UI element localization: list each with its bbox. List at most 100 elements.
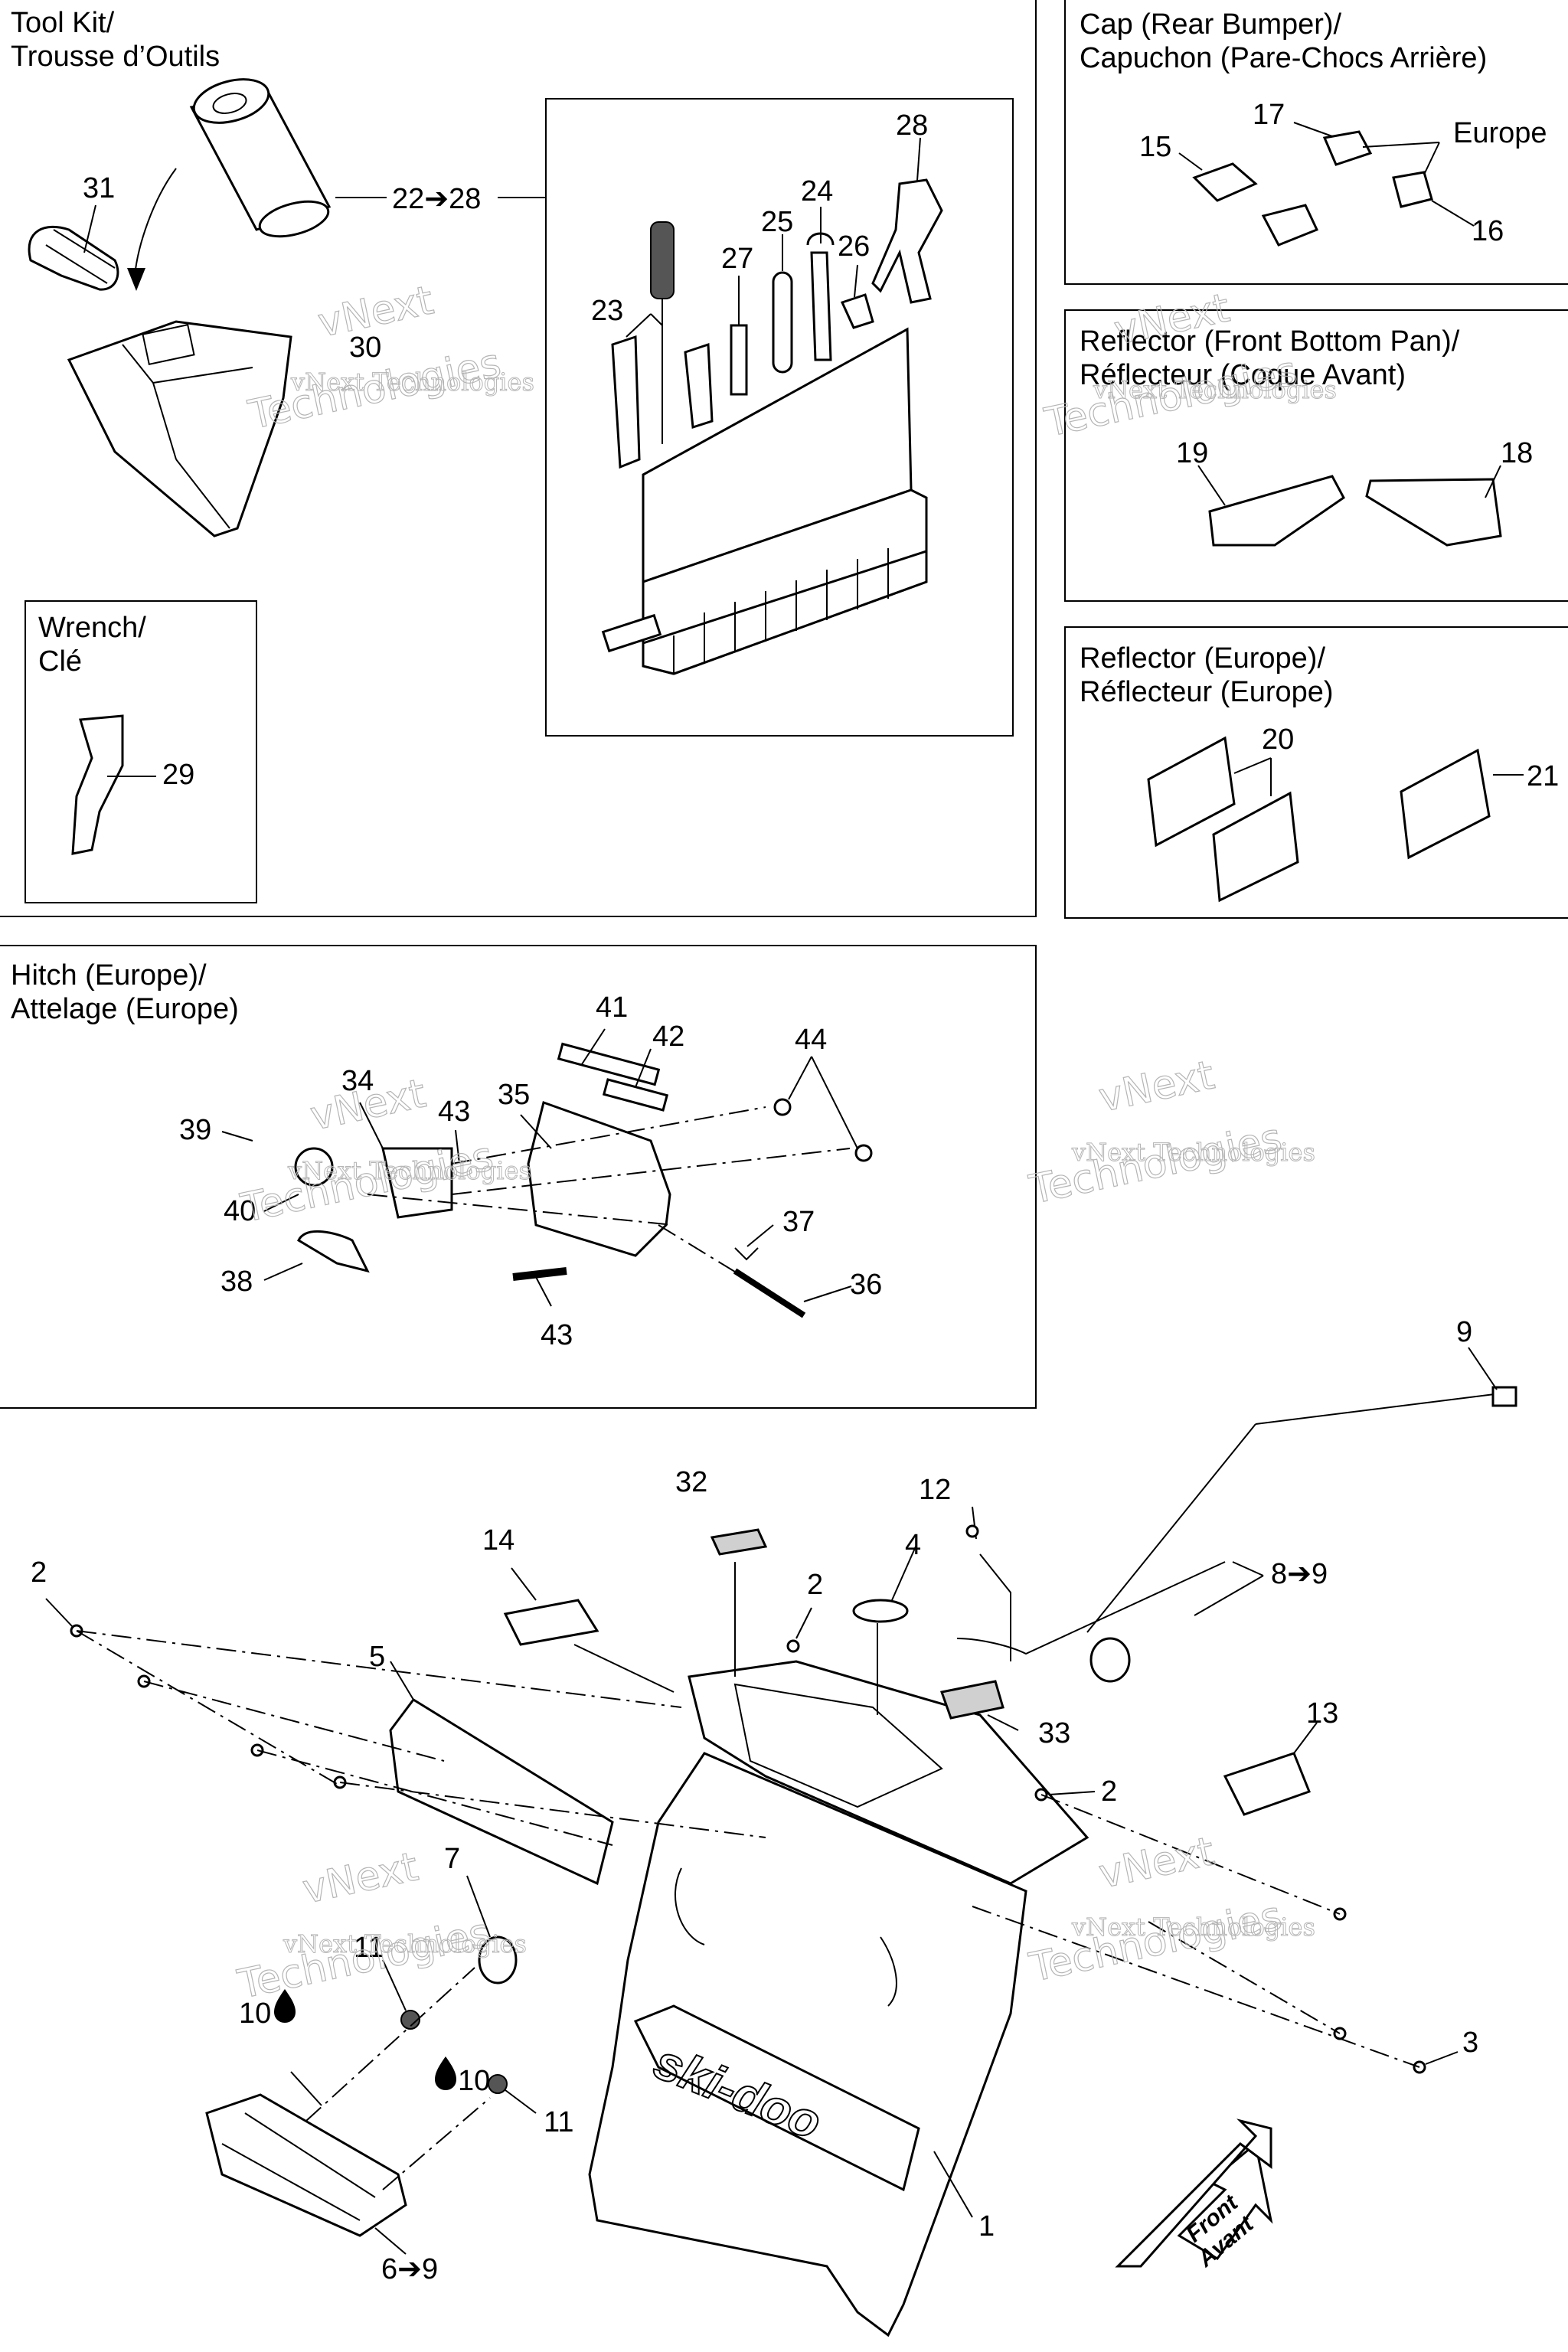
callout-7: 7	[444, 1843, 460, 1875]
watermark-text: vNext	[1095, 1828, 1218, 1897]
callout-34: 34	[341, 1065, 374, 1097]
tool-kit-inner-frame	[545, 98, 1014, 737]
callout-32: 32	[675, 1466, 707, 1498]
leader-26	[854, 264, 858, 298]
cap-frame	[1064, 0, 1568, 285]
callout-29: 29	[162, 759, 194, 791]
wrench-title: Wrench/Clé	[38, 612, 146, 678]
watermark-4: vNext Technologies vNext Technologies	[1025, 1052, 1316, 1214]
callout-23: 23	[591, 295, 623, 327]
callout-2a: 2	[31, 1557, 47, 1589]
callout-2c: 2	[1101, 1775, 1117, 1808]
callout-33: 33	[1038, 1717, 1070, 1749]
tool-kit-frame	[0, 0, 1037, 917]
callout-6-9: 6➔9	[381, 2253, 438, 2285]
callout-40: 40	[224, 1195, 256, 1227]
emblem-4	[852, 1599, 909, 1623]
bulb-7	[478, 1936, 518, 1984]
leader-40	[263, 1194, 299, 1212]
leader-44	[788, 1056, 858, 1149]
reflector-19	[1208, 475, 1345, 547]
leader-4	[891, 1546, 916, 1601]
callout-10a: 10	[239, 1998, 271, 2030]
side-panel-5	[389, 1698, 614, 1886]
callout-8-9: 8➔9	[1271, 1558, 1328, 1590]
leader-2c	[1048, 1791, 1096, 1795]
callout-21: 21	[1527, 760, 1559, 792]
callout-4: 4	[905, 1529, 921, 1561]
leader-39	[221, 1131, 253, 1142]
watermark-text: vNext Technologies	[283, 1929, 527, 1958]
callout-18: 18	[1501, 437, 1533, 469]
rear-bumper-body	[588, 1660, 1089, 2337]
callout-12: 12	[919, 1474, 951, 1506]
tool-26	[840, 293, 874, 329]
decal-32	[710, 1528, 768, 1556]
watermark-text: vNext	[1110, 285, 1233, 354]
reflector-14	[503, 1599, 599, 1646]
callout-16: 16	[1472, 215, 1504, 247]
callout-5: 5	[369, 1641, 385, 1673]
callout-37: 37	[782, 1206, 815, 1238]
watermark-5: vNext Technologies vNext Technologies	[234, 1844, 528, 2009]
rivets	[70, 1524, 1426, 2074]
leader-11a	[382, 1959, 407, 2011]
leader-15	[1178, 152, 1203, 171]
leader-43a	[455, 1129, 460, 1165]
watermark-text: vNext Technologies	[290, 368, 534, 397]
reflector-europe-frame	[1064, 626, 1568, 919]
tool-holder	[67, 320, 292, 537]
tool-kit-title: Tool Kit/Trousse d’Outils	[11, 7, 220, 73]
callout-28: 28	[896, 109, 928, 142]
callout-22-28: 22➔28	[392, 183, 481, 215]
leader-41-42	[581, 1028, 652, 1088]
watermark-text: vNext Technologies	[1093, 375, 1337, 404]
callout-27: 27	[721, 243, 753, 275]
leader-18	[1485, 465, 1501, 498]
leader-14	[511, 1567, 537, 1601]
reflector-front-title: Reflector (Front Bottom Pan)/Réflecteur …	[1080, 325, 1460, 391]
caps	[1192, 130, 1433, 247]
watermark-text: vNext Technologies	[287, 1156, 531, 1185]
leader-10a	[290, 2071, 322, 2106]
tool-pouch	[601, 327, 928, 675]
decal-33	[940, 1680, 1004, 1720]
front-arrow: Front Avant	[1115, 2118, 1273, 2272]
strap	[28, 225, 119, 291]
watermark-text: Technologies	[1025, 1893, 1285, 1991]
callout-43a: 43	[438, 1096, 470, 1128]
callout-30: 30	[349, 332, 381, 364]
callout-2b: 2	[807, 1569, 823, 1601]
taillight-detail	[221, 2112, 376, 2221]
leader-43b	[535, 1276, 552, 1307]
grommet-11b	[488, 2074, 508, 2094]
callout-24: 24	[801, 175, 833, 207]
leader-23	[626, 313, 663, 338]
callout-35: 35	[498, 1079, 530, 1111]
callout-14: 14	[482, 1524, 514, 1557]
leader-europe	[1362, 142, 1440, 175]
taillight-6	[205, 2093, 407, 2237]
threadlocker-drop-icon	[274, 1989, 296, 2023]
wrench-24	[806, 232, 835, 361]
callout-31: 31	[83, 172, 115, 204]
callout-3: 3	[1462, 2027, 1478, 2059]
harness-8	[1086, 1393, 1501, 1633]
harness-8b	[956, 1561, 1226, 1655]
watermark-text: vNext Technologies	[1071, 1138, 1315, 1167]
reflector-europe-title: Reflector (Europe)/Réflecteur (Europe)	[1080, 642, 1334, 708]
callout-20: 20	[1262, 724, 1294, 756]
callout-36: 36	[850, 1269, 882, 1301]
leader-7	[466, 1875, 491, 1938]
connector-9	[1491, 1386, 1517, 1407]
spark-plug-wrench-28	[871, 178, 943, 304]
reflector-20a	[1147, 736, 1236, 848]
arrow-14	[573, 1644, 675, 1693]
tool-27	[730, 324, 748, 396]
watermark-6: vNext Technologies vNext Technologies	[1025, 1828, 1316, 1992]
leader-33	[987, 1714, 1019, 1731]
reflector-18	[1365, 478, 1502, 547]
hitch-parts	[294, 1042, 873, 1318]
watermark-text: Technologies	[1025, 1116, 1285, 1214]
screwdriver	[611, 221, 714, 469]
